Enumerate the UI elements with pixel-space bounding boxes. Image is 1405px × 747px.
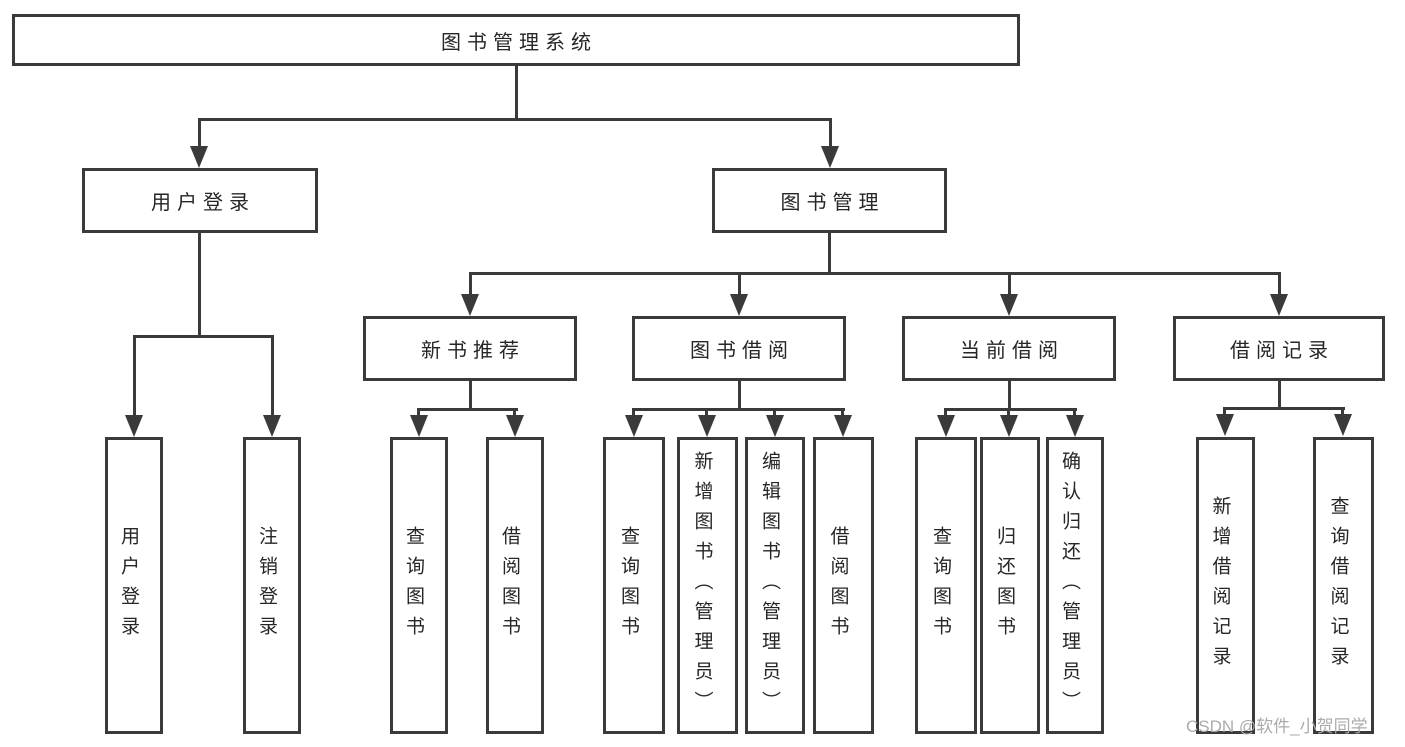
leaf-newbook-borrow-books-label: 借阅图书 bbox=[499, 525, 520, 646]
leaf-newbook-borrow-books: 借阅图书 bbox=[486, 437, 544, 734]
edge-to-book-management bbox=[829, 118, 832, 152]
node-book-borrowing: 图书借阅 bbox=[632, 316, 846, 381]
leaf-records-add-borrow-record-label: 新增借阅记录 bbox=[1209, 495, 1231, 676]
leaf-borrowing-edit-books-admin: 编辑图书（管理员） bbox=[745, 437, 805, 734]
edge-leaf bbox=[944, 408, 947, 420]
arrowhead-leaf-user-login bbox=[125, 415, 143, 437]
edge-to-book-borrowing bbox=[738, 272, 741, 300]
arrowhead-leaf bbox=[625, 415, 643, 437]
edge-to-leaf-user-login bbox=[133, 335, 136, 419]
leaf-logout-login: 注销登录 bbox=[243, 437, 301, 734]
arrowhead-leaf bbox=[1000, 415, 1018, 437]
edge-to-current-borrowing bbox=[1008, 272, 1011, 300]
edge-user-login-stem bbox=[198, 231, 201, 337]
leaf-user-login: 用户登录 bbox=[105, 437, 163, 734]
arrowhead-leaf bbox=[1334, 414, 1352, 436]
leaf-newbook-query-books: 查询图书 bbox=[390, 437, 448, 734]
edge-book-management-stem bbox=[828, 231, 831, 275]
node-book-borrowing-label: 图书借阅 bbox=[690, 340, 794, 362]
node-root-label: 图书管理系统 bbox=[441, 31, 597, 54]
node-current-borrowing: 当前借阅 bbox=[902, 316, 1116, 381]
leaf-current-query-books-label: 查询图书 bbox=[930, 525, 951, 646]
edge-user-login-rail bbox=[133, 335, 274, 338]
leaf-records-query-borrow-record: 查询借阅记录 bbox=[1313, 437, 1374, 734]
edge-leaf bbox=[1073, 408, 1076, 420]
node-borrowing-records-label: 借阅记录 bbox=[1230, 340, 1334, 362]
edge-leaf bbox=[773, 408, 776, 420]
edge-current-borrowing-stem bbox=[1008, 379, 1011, 411]
arrowhead-new-book bbox=[461, 294, 479, 316]
leaf-records-query-borrow-record-label: 查询借阅记录 bbox=[1327, 495, 1349, 676]
leaf-current-return-books-label: 归还图书 bbox=[994, 525, 1015, 646]
leaf-borrowing-edit-books-admin-label: 编辑图书（管理员） bbox=[759, 450, 780, 721]
edge-to-new-book bbox=[469, 272, 472, 300]
edge-leaf bbox=[1007, 408, 1010, 420]
edge-leaf bbox=[513, 408, 516, 420]
edge-book-borrowing-rail bbox=[632, 408, 845, 411]
edge-level2-rail bbox=[469, 272, 1281, 275]
arrowhead-leaf bbox=[766, 415, 784, 437]
node-book-management-label: 图书管理 bbox=[780, 192, 885, 214]
node-current-borrowing-label: 当前借阅 bbox=[960, 340, 1064, 362]
leaf-borrowing-add-books-admin: 新增图书（管理员） bbox=[677, 437, 738, 734]
edge-to-borrowing-records bbox=[1278, 272, 1281, 300]
leaf-current-confirm-return-admin: 确认归还（管理员） bbox=[1046, 437, 1104, 734]
arrowhead-book-borrowing bbox=[730, 294, 748, 316]
node-new-book-recommendation-label: 新书推荐 bbox=[421, 340, 525, 362]
arrowhead-leaf bbox=[506, 415, 524, 437]
arrowhead-leaf bbox=[1066, 415, 1084, 437]
edge-root-stem bbox=[515, 64, 518, 120]
node-user-login: 用户登录 bbox=[82, 168, 318, 233]
arrowhead-current-borrowing bbox=[1000, 294, 1018, 316]
leaf-borrowing-add-books-admin-label: 新增图书（管理员） bbox=[691, 450, 713, 721]
leaf-current-return-books: 归还图书 bbox=[980, 437, 1040, 734]
node-root: 图书管理系统 bbox=[12, 14, 1020, 66]
arrowhead-leaf bbox=[937, 415, 955, 437]
leaf-borrowing-borrow-books-label: 借阅图书 bbox=[827, 525, 849, 646]
node-new-book-recommendation: 新书推荐 bbox=[363, 316, 577, 381]
arrowhead-leaf bbox=[834, 415, 852, 437]
edge-leaf bbox=[1341, 407, 1344, 420]
edge-new-book-rail bbox=[417, 408, 518, 411]
edge-borrowing-records-rail bbox=[1223, 407, 1345, 410]
leaf-records-add-borrow-record: 新增借阅记录 bbox=[1196, 437, 1255, 734]
node-book-management: 图书管理 bbox=[712, 168, 947, 233]
arrowhead-leaf bbox=[1216, 414, 1234, 436]
edge-to-user-login bbox=[198, 118, 201, 152]
arrowhead-book-management bbox=[821, 146, 839, 168]
leaf-borrowing-borrow-books: 借阅图书 bbox=[813, 437, 874, 734]
arrowhead-leaf-logout bbox=[263, 415, 281, 437]
leaf-borrowing-query-books-label: 查询图书 bbox=[618, 525, 639, 646]
node-borrowing-records: 借阅记录 bbox=[1173, 316, 1385, 381]
edge-leaf bbox=[632, 408, 635, 420]
edge-to-leaf-logout bbox=[271, 335, 274, 419]
edge-leaf bbox=[841, 408, 844, 420]
edge-borrowing-records-stem bbox=[1278, 379, 1281, 409]
edge-level1-rail bbox=[198, 118, 832, 121]
edge-new-book-stem bbox=[469, 379, 472, 411]
edge-leaf bbox=[1223, 407, 1226, 420]
leaf-newbook-query-books-label: 查询图书 bbox=[403, 525, 424, 646]
leaf-logout-login-label: 注销登录 bbox=[256, 525, 277, 646]
arrowhead-borrowing-records bbox=[1270, 294, 1288, 316]
node-user-login-label: 用户登录 bbox=[151, 192, 255, 214]
edge-leaf bbox=[705, 408, 708, 420]
edge-book-borrowing-stem bbox=[738, 379, 741, 411]
leaf-borrowing-query-books: 查询图书 bbox=[603, 437, 665, 734]
arrowhead-leaf bbox=[698, 415, 716, 437]
watermark: CSDN @软件_小贺同学 bbox=[1186, 717, 1368, 736]
leaf-current-confirm-return-admin-label: 确认归还（管理员） bbox=[1059, 450, 1080, 721]
edge-current-borrowing-rail bbox=[944, 408, 1077, 411]
leaf-user-login-label: 用户登录 bbox=[118, 525, 139, 646]
arrowhead-user-login bbox=[190, 146, 208, 168]
arrowhead-leaf bbox=[410, 415, 428, 437]
edge-leaf bbox=[417, 408, 420, 420]
leaf-current-query-books: 查询图书 bbox=[915, 437, 977, 734]
